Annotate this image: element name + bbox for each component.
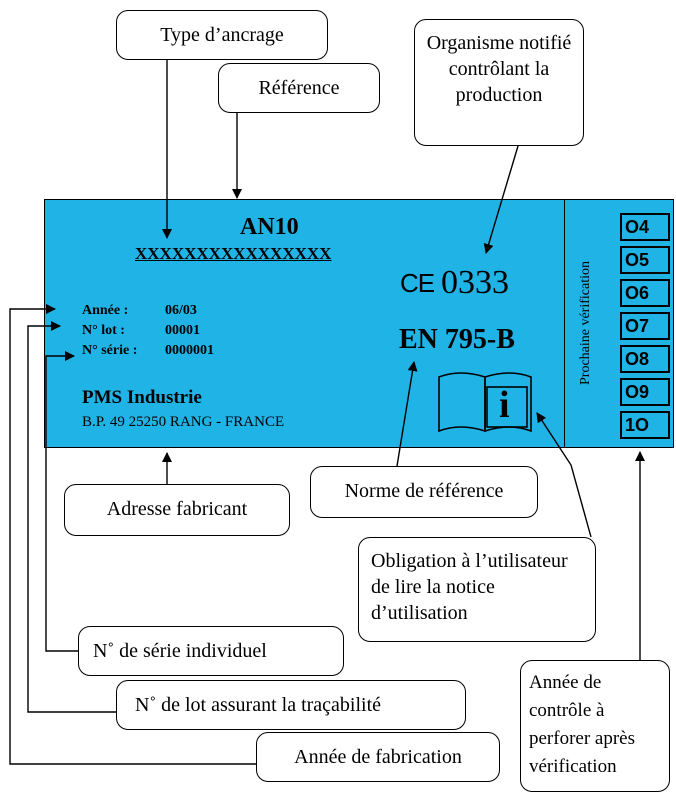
annee-label: Année : — [82, 303, 129, 318]
callout-annee-fabrication: Année de fabrication — [256, 732, 500, 782]
callout-annee-controle: Année de contrôle à perforer après vérif… — [520, 660, 670, 792]
callout-reference: Référence — [218, 63, 380, 113]
serie-value: 0000001 — [165, 343, 214, 358]
year-box: O7 — [620, 312, 670, 340]
reference-placeholder: XXXXXXXXXXXXXXXX — [135, 244, 332, 263]
callout-annee-controle-text: Année de contrôle à perforer après vérif… — [529, 672, 636, 777]
callout-organisme-notifie: Organisme notifié contrôlant la producti… — [414, 19, 584, 146]
identification-plate: AN10 XXXXXXXXXXXXXXXX Année : 06/03 N° l… — [44, 199, 674, 448]
next-check-label-wrap: Prochaine vérification — [569, 200, 603, 447]
next-check-label: Prochaine vérification — [578, 260, 593, 386]
notified-body-number: 0333 — [441, 264, 509, 301]
callout-serie-individuel: N˚ de série individuel — [78, 626, 344, 676]
model-name: AN10 — [240, 214, 299, 240]
verification-divider — [564, 200, 565, 447]
ce-mark: CE — [400, 268, 435, 298]
serie-label: N° série : — [82, 343, 138, 358]
callout-norme-reference: Norme de référence — [310, 466, 538, 518]
year-box: O9 — [620, 378, 670, 406]
year-box: O8 — [620, 345, 670, 373]
callout-norme-reference-text: Norme de référence — [344, 480, 504, 502]
manual-info-letter: i — [499, 384, 510, 426]
callout-type-ancrage-text: Type d’ancrage — [160, 24, 284, 46]
callout-lot-tracabilite: N˚ de lot assurant la traçabilité — [116, 680, 466, 730]
callout-obligation-notice: Obligation à l’utilisateur de lire la no… — [358, 537, 596, 642]
callout-reference-text: Référence — [258, 77, 340, 99]
callout-organisme-notifie-text: Organisme notifié contrôlant la producti… — [426, 32, 572, 106]
callout-adresse-fabricant-text: Adresse fabricant — [106, 498, 248, 520]
callout-serie-individuel-text: N˚ de série individuel — [93, 640, 267, 662]
company-name: PMS Industrie — [82, 387, 202, 408]
callout-annee-fabrication-text: Année de fabrication — [294, 746, 462, 768]
year-box: O6 — [620, 279, 670, 307]
year-box: O5 — [620, 246, 670, 274]
annee-value: 06/03 — [165, 303, 197, 318]
norm-label: EN 795-B — [399, 324, 515, 355]
callout-adresse-fabricant: Adresse fabricant — [64, 484, 290, 536]
callout-type-ancrage: Type d’ancrage — [116, 10, 328, 60]
year-box: 1O — [620, 411, 670, 439]
callout-obligation-notice-text: Obligation à l’utilisateur de lire la no… — [371, 550, 568, 624]
lot-value: 00001 — [165, 323, 200, 338]
read-manual-icon: i — [435, 367, 545, 435]
callout-lot-tracabilite-text: N˚ de lot assurant la traçabilité — [135, 694, 382, 716]
year-box: O4 — [620, 213, 670, 241]
lot-label: N° lot : — [82, 323, 125, 338]
company-address: B.P. 49 25250 RANG - FRANCE — [82, 414, 285, 430]
